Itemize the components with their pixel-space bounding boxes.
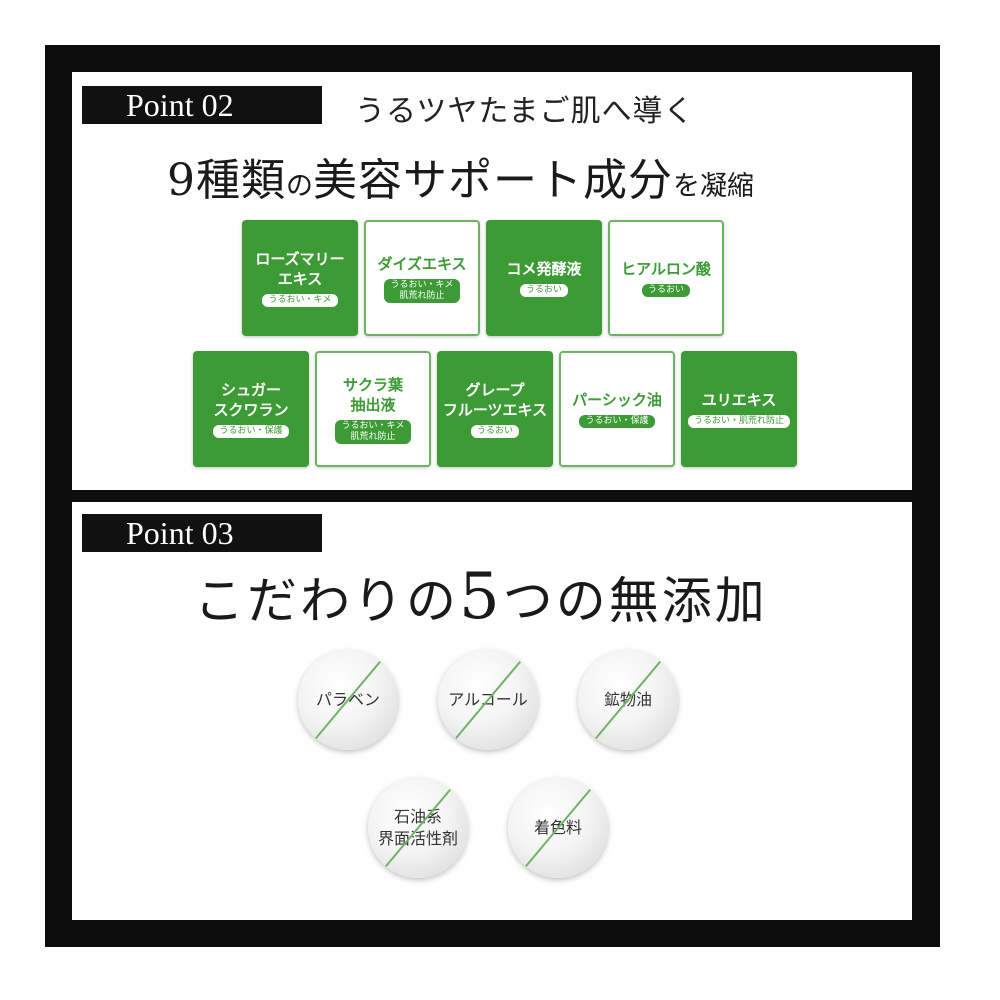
- ingredient-name: コメ発酵液: [506, 260, 582, 278]
- ingredient-name: ユリエキス: [701, 391, 777, 409]
- ingredient-tag: うるおい・肌荒れ防止: [687, 415, 790, 428]
- point-02-label: Point 02: [82, 86, 322, 124]
- ingredient-card: ローズマリー エキス うるおい・キメ: [242, 220, 358, 336]
- ingredient-name: シュガー スクワラン: [213, 381, 289, 419]
- additive-free-badge: 鉱物油: [578, 650, 678, 750]
- ingredient-tag: うるおい・キメ: [262, 294, 338, 307]
- point-02-subtitle: うるツヤたまご肌へ導く: [355, 94, 695, 129]
- additive-free-badge: パラベン: [298, 650, 398, 750]
- headline-part: 美容サポート成分: [313, 155, 673, 206]
- ingredient-tag: うるおい・保護: [213, 425, 289, 438]
- headline-part: 9種類: [167, 155, 286, 206]
- headline-part: こだわりの: [194, 572, 459, 630]
- ingredient-name: ヒアルロン酸: [621, 260, 711, 278]
- ingredient-name: サクラ葉 抽出液: [342, 375, 403, 414]
- point-03-panel: Point 03 こだわりの5つの無添加 パラベン アルコール 鉱物油 石油系 …: [72, 502, 912, 920]
- headline-part: を凝縮: [673, 171, 754, 202]
- ingredient-tag: うるおい: [470, 425, 519, 438]
- ingredient-card: パーシック油 うるおい・保護: [559, 351, 675, 467]
- ingredient-card: サクラ葉 抽出液 うるおい・キメ 肌荒れ防止: [315, 351, 431, 467]
- point-03-label: Point 03: [82, 514, 322, 552]
- ingredient-card: ヒアルロン酸 うるおい: [608, 220, 724, 336]
- strike-line: [591, 656, 665, 744]
- ingredient-tag: うるおい・キメ 肌荒れ防止: [335, 419, 411, 444]
- point-02-headline: 9種類の美容サポート成分を凝縮: [167, 144, 887, 208]
- ingredient-card: グレープ フルーツエキス うるおい: [437, 351, 553, 467]
- headline-number: 5: [459, 560, 503, 634]
- additive-free-badge: アルコール: [438, 650, 538, 750]
- strike-line: [521, 784, 595, 872]
- ingredient-name: ダイズエキス: [377, 254, 467, 273]
- ingredient-card: シュガー スクワラン うるおい・保護: [193, 351, 309, 467]
- ingredient-tag: うるおい: [641, 284, 690, 297]
- point-02-panel: Point 02 うるツヤたまご肌へ導く 9種類の美容サポート成分を凝縮 ローズ…: [72, 72, 912, 490]
- ingredient-tag: うるおい・保護: [579, 415, 655, 428]
- ingredient-name: グレープ フルーツエキス: [442, 381, 548, 419]
- ingredient-name: ローズマリー エキス: [255, 250, 345, 288]
- ingredient-tag: うるおい・キメ 肌荒れ防止: [384, 278, 460, 303]
- ingredient-tag: うるおい: [519, 284, 568, 297]
- additive-free-badge: 着色料: [508, 778, 608, 878]
- point-03-headline: こだわりの5つの無添加: [194, 560, 768, 634]
- ingredient-card: ダイズエキス うるおい・キメ 肌荒れ防止: [364, 220, 480, 336]
- ingredient-card: ユリエキス うるおい・肌荒れ防止: [681, 351, 797, 467]
- headline-part: の: [286, 171, 313, 202]
- additive-free-badge: 石油系 界面活性剤: [368, 778, 468, 878]
- ingredient-name: パーシック油: [572, 391, 662, 409]
- ingredient-card: コメ発酵液 うるおい: [486, 220, 602, 336]
- headline-part: つの無添加: [502, 572, 768, 630]
